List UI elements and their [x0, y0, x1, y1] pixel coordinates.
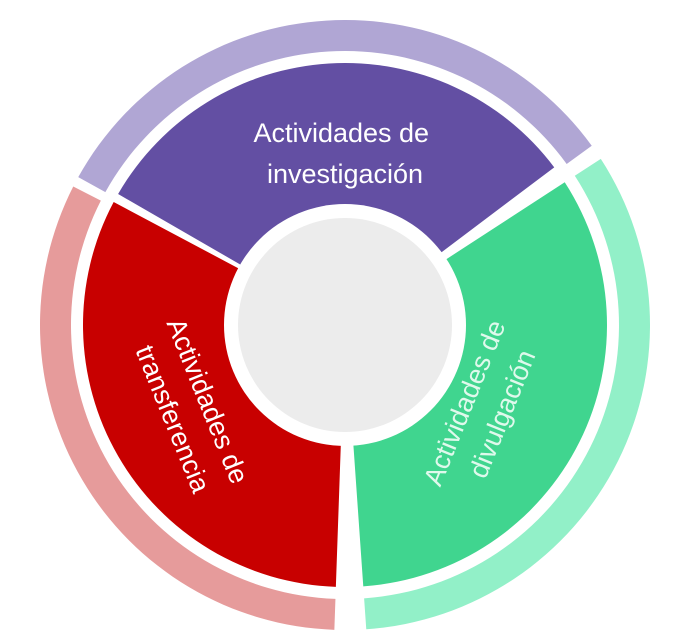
- segment-transferencia[interactable]: [82, 201, 342, 587]
- label-investigacion-line1: Actividades de: [253, 118, 429, 148]
- segment-investigacion[interactable]: [118, 63, 555, 271]
- segment-divulgacion[interactable]: [352, 182, 607, 587]
- outer-ring-divulgacion: [364, 158, 650, 630]
- label-investigacion: Actividades de investigación: [253, 118, 436, 189]
- label-investigacion-line2: investigación: [267, 159, 423, 189]
- outer-ring-transferencia: [39, 186, 336, 630]
- center-circle: [238, 218, 452, 432]
- outer-ring-investigacion: [78, 20, 592, 193]
